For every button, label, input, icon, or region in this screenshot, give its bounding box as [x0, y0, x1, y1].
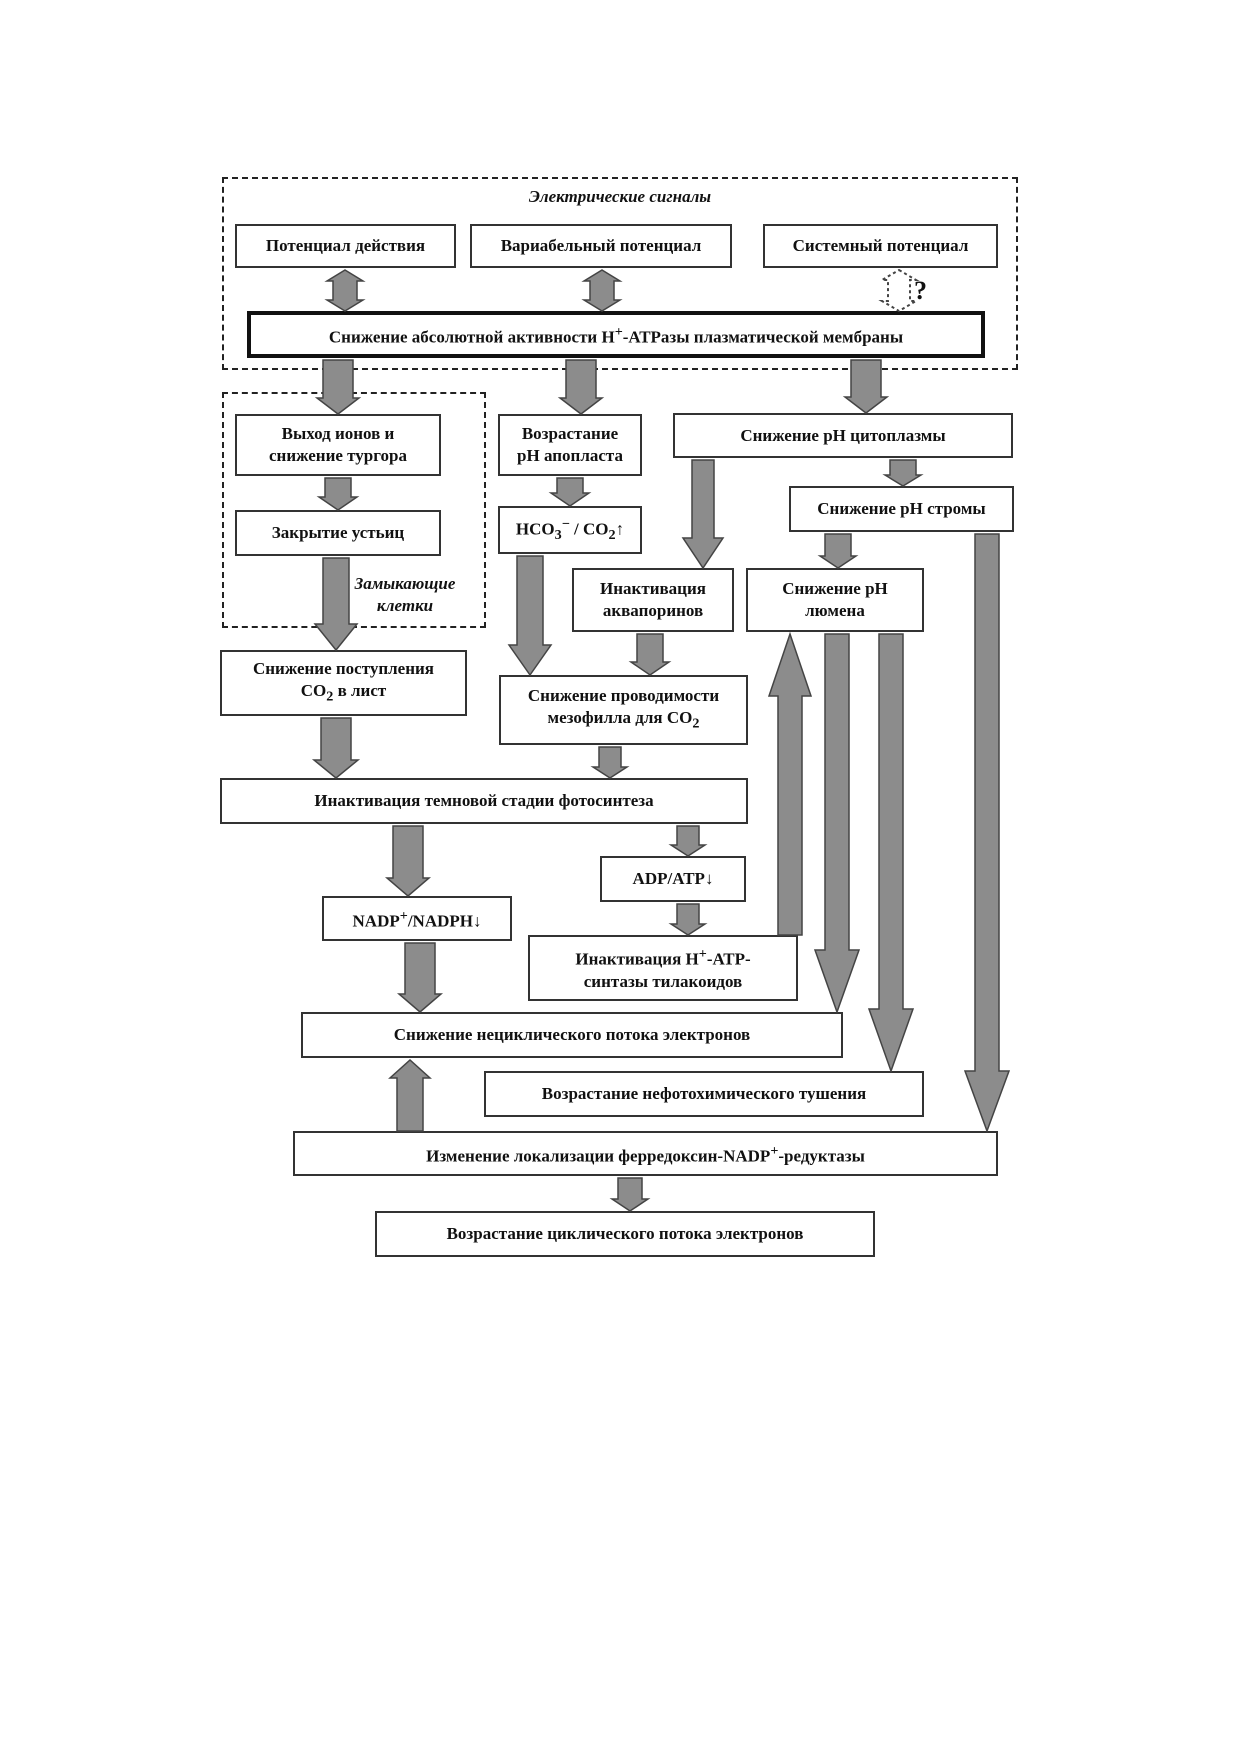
arrow-hco3-mesophyll [507, 555, 553, 677]
arrow-mesophyll-dark-stage [590, 746, 630, 779]
arrow-cytoplasm-stroma [882, 459, 924, 487]
arrow-dark-stage-nadp [384, 825, 432, 897]
arrow-synthase-lumen [767, 631, 813, 936]
noncyclic-flow-box: Снижение нециклического потока электроно… [301, 1012, 843, 1058]
nadp-box: NADP+/NADPH↓ [322, 896, 512, 941]
arrow-fnr-cyclic [609, 1177, 651, 1212]
arrow-co2-dark-stage [311, 717, 361, 779]
guard-cells-label: Замыкающие клетки [354, 574, 456, 615]
arrow-dark-stage-adp [668, 825, 708, 857]
stroma-ph-box: Снижение рН стромы [789, 486, 1014, 532]
hco3-box: HCO3− / CO2↑ [498, 506, 642, 554]
atp-synthase-box: Инактивация Н+-АТР-синтазы тилакоидов [528, 935, 798, 1001]
arrow-stroma-fnr [963, 533, 1011, 1134]
electric-signals-label: Электрические сигналы [528, 187, 712, 206]
action-potential-box: Потенциал действия [235, 224, 456, 268]
electric-signals-group [222, 177, 1018, 370]
arrow-stroma-lumen [817, 533, 859, 569]
adp-atp-box: ADP/ATP↓ [600, 856, 746, 902]
arrow-adp-synthase [668, 903, 708, 936]
arrow-cytoplasm-aquaporins [681, 459, 725, 570]
arrow-nadp-noncyclic [396, 942, 444, 1013]
arrow-aquaporins-mesophyll [628, 633, 672, 676]
system-potential-box: Системный потенциал [763, 224, 998, 268]
dark-stage-box: Инактивация темновой стадии фотосинтеза [220, 778, 748, 824]
npq-box: Возрастание нефотохимического тушения [484, 1071, 924, 1117]
arrow-fnr-noncyclic [388, 1058, 432, 1132]
variation-potential-box: Вариабельный потенциал [470, 224, 732, 268]
cytoplasm-ph-box: Снижение рН цитоплазмы [673, 413, 1013, 458]
cyclic-flow-box: Возрастание циклического потока электрон… [375, 1211, 875, 1257]
arrow-lumen-npq [867, 633, 915, 1074]
fnr-box: Изменение локализации ферредоксин-NADP+-… [293, 1131, 998, 1176]
arrow-lumen-noncyclic [813, 633, 861, 1015]
arrow-apoplast-hco3 [548, 477, 592, 507]
question-mark: ? [914, 276, 927, 305]
hatpase-box: Снижение абсолютной активности Н+-АТРазы… [247, 311, 985, 358]
stomata-closure-box: Закрытие устьиц [235, 510, 441, 556]
